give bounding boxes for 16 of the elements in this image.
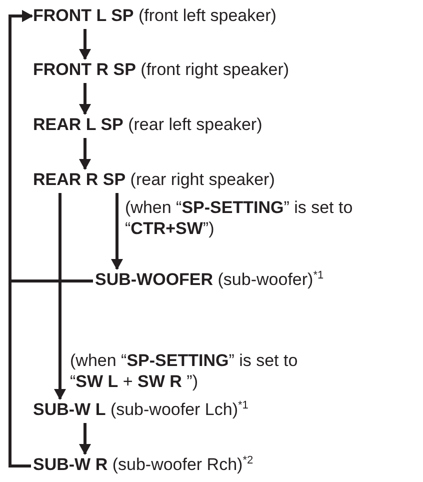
arrow — [54, 193, 66, 400]
arrow — [79, 423, 91, 455]
arrow — [79, 29, 91, 60]
speaker-step: FRONT R SP (front right speaker) — [33, 60, 290, 80]
speaker-step: SUB-W L (sub-woofer Lch)$^{*1}$ — [33, 400, 248, 420]
edge-label: (when “SP-SETTING” is set to “CTR+SW”) — [125, 197, 354, 239]
edge-label: (when “SP-SETTING” is set to “SW L + SW R ”) — [70, 350, 299, 392]
arrow — [111, 193, 123, 270]
speaker-step: REAR L SP (rear left speaker) — [33, 115, 262, 135]
arrow — [79, 138, 91, 170]
speaker-step: REAR R SP (rear right speaker) — [33, 170, 275, 190]
arrow — [8, 10, 33, 468]
arrow — [79, 83, 91, 115]
speaker-step: SUB-W R (sub-woofer Rch)$^{*2}$ — [33, 455, 254, 475]
speaker-step: FRONT L SP (front left speaker) — [33, 6, 276, 26]
speaker-step: SUB-WOOFER (sub-woofer)$^{*1}$ — [95, 270, 324, 290]
